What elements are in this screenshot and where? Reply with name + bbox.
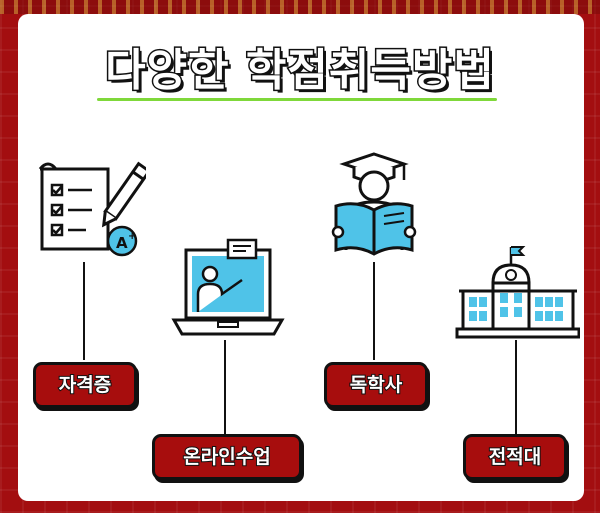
title-underline <box>97 98 497 101</box>
university-building-icon <box>455 246 580 339</box>
method-label-online-class: 온라인수업 <box>152 434 302 480</box>
method-label-self-study-degree: 독학사 <box>324 362 428 408</box>
method-label-previous-college: 전적대 <box>463 434 567 480</box>
svg-text:A: A <box>116 234 128 252</box>
certificate-checklist-icon: A + <box>38 161 146 257</box>
page-title: 다양한 학점취득방법 <box>104 44 496 98</box>
connector-line <box>515 340 517 436</box>
svg-text:+: + <box>128 231 136 242</box>
content-panel <box>18 14 584 501</box>
connector-line <box>83 262 85 360</box>
online-class-laptop-icon <box>171 238 285 336</box>
connector-line <box>373 262 375 360</box>
decorative-border <box>0 0 600 14</box>
method-label-certificate: 자격증 <box>33 362 137 408</box>
graduate-reading-book-icon <box>331 152 417 256</box>
connector-line <box>224 340 226 436</box>
